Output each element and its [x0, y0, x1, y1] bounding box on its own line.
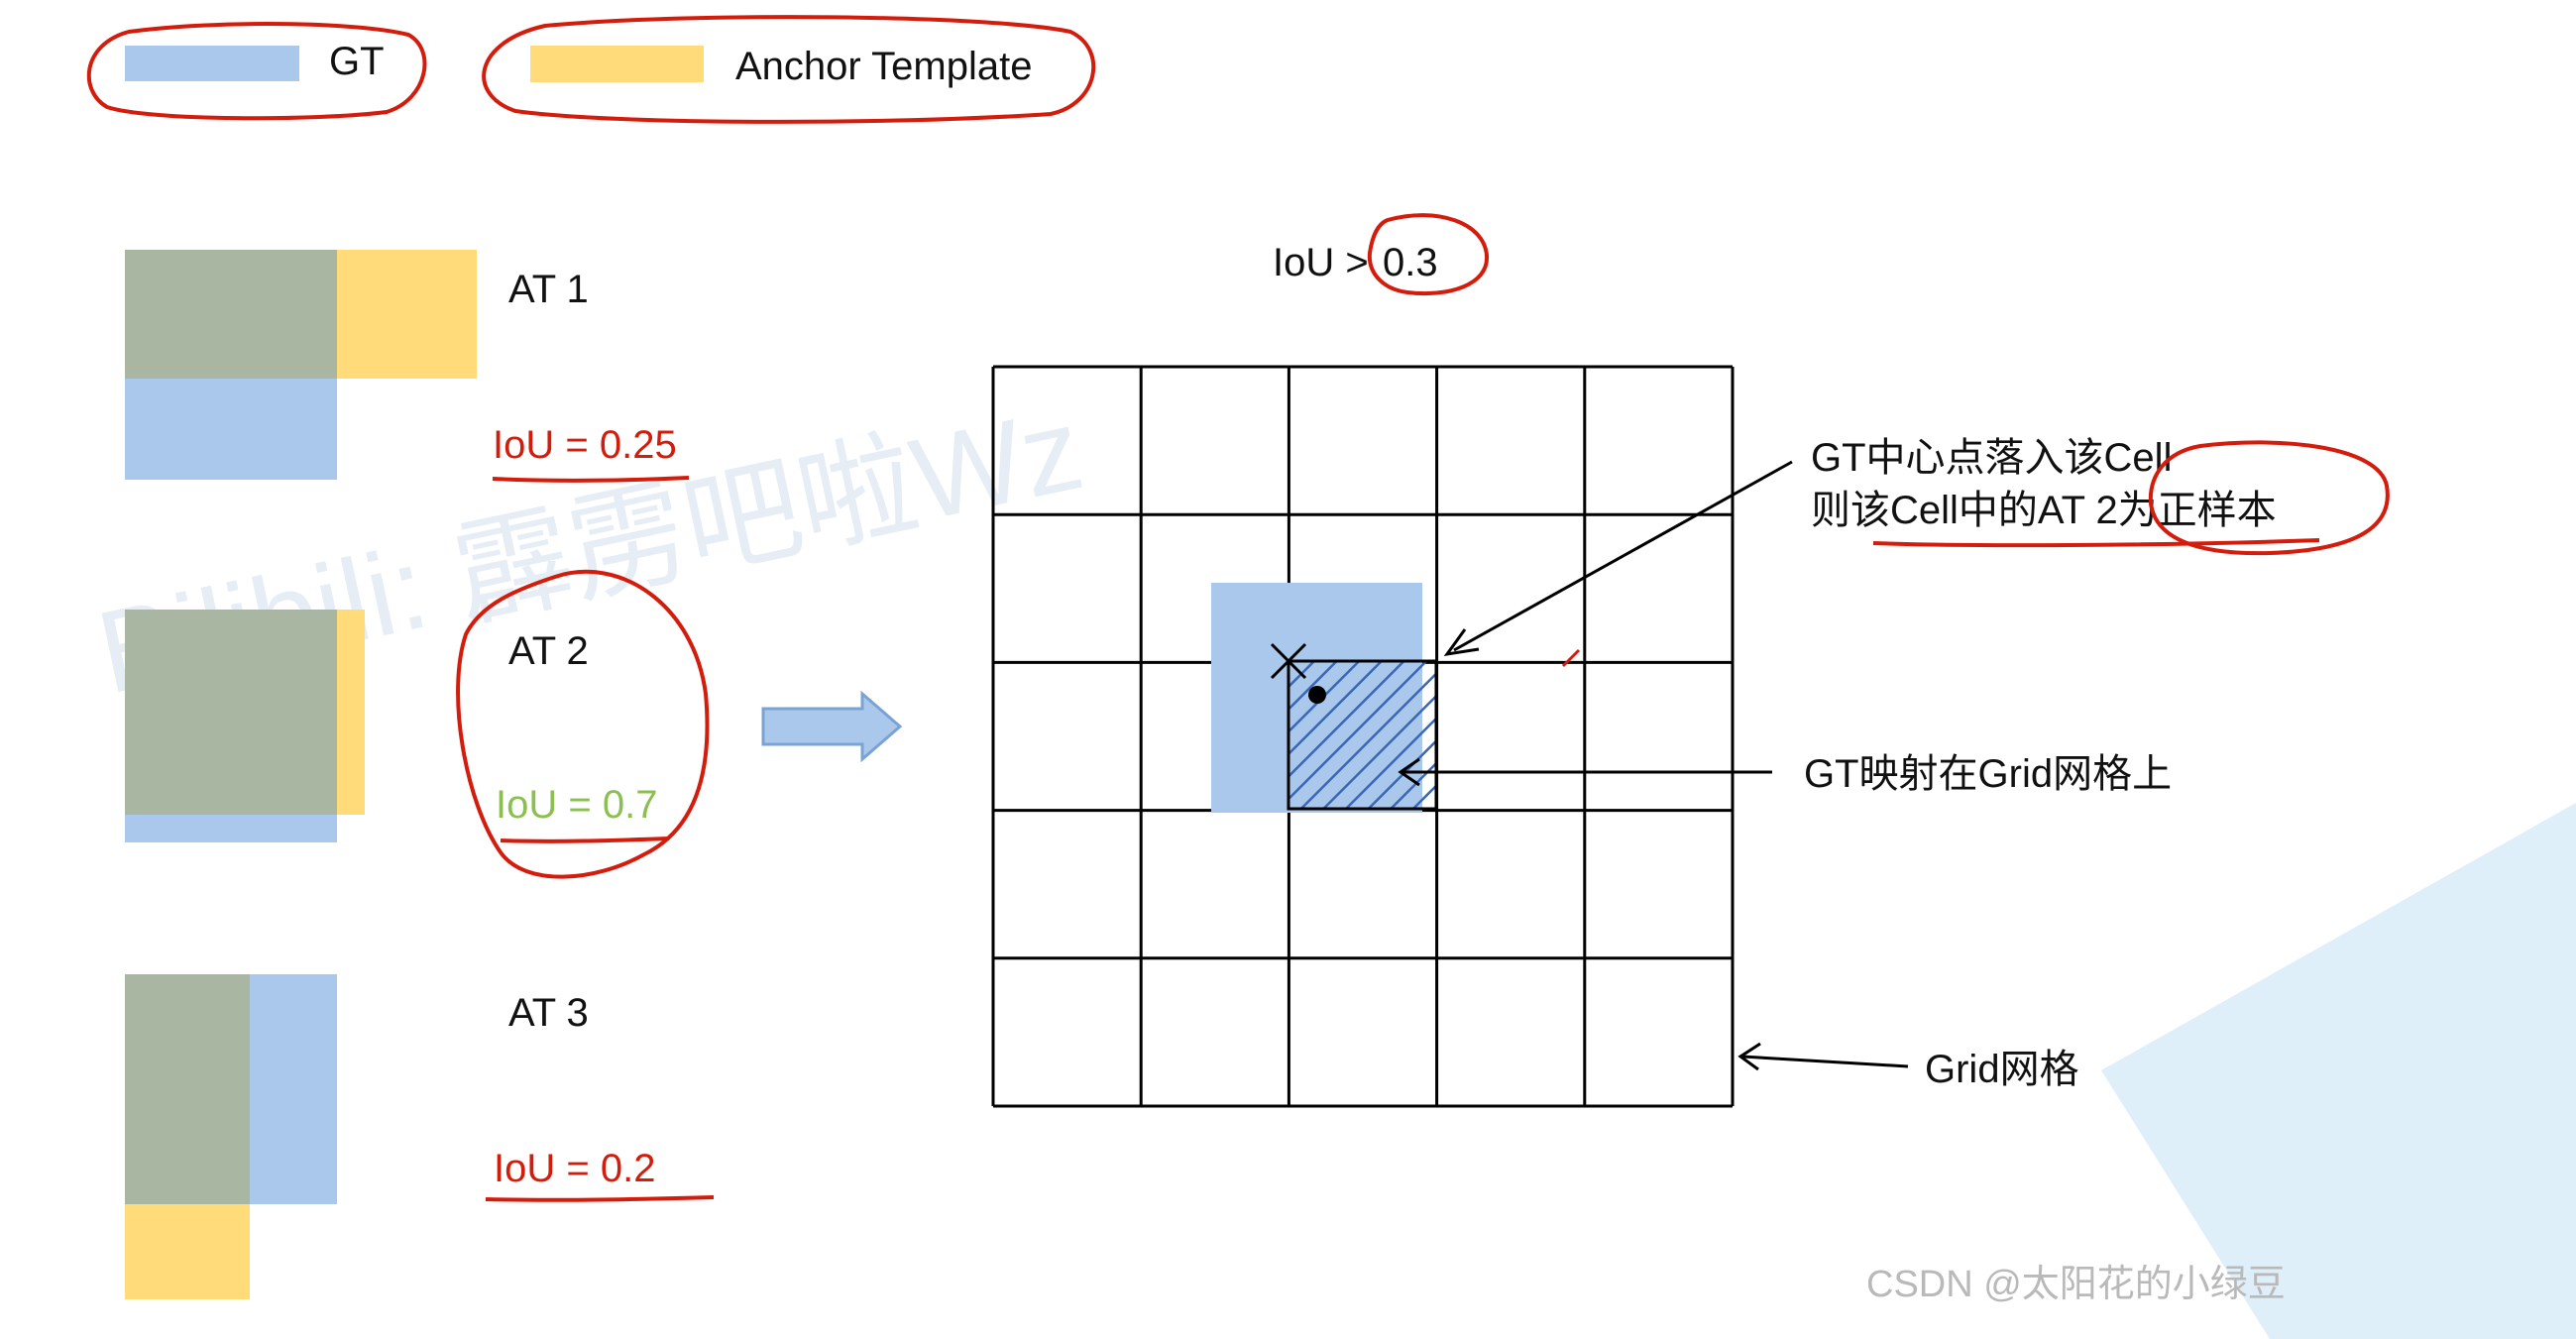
- at1-iou-underline: [492, 476, 690, 483]
- anchor-example-2: AT 2 IoU = 0.7: [125, 570, 710, 879]
- gt-center-point: [1308, 686, 1326, 704]
- at2-iou: IoU = 0.7: [496, 783, 657, 827]
- right-arrow-icon: [761, 690, 903, 763]
- legend-anchor-circle: [482, 15, 1096, 124]
- annotation-line2: 则该Cell中的AT 2为正样本: [1811, 489, 2277, 532]
- annotation-underline: [1872, 538, 2320, 548]
- arrow-to-grid: [1741, 1055, 1909, 1068]
- legend-anchor-label: Anchor Template: [735, 45, 1032, 88]
- annotation-circle: [2148, 440, 2390, 556]
- legend-gt-label: GT: [329, 40, 385, 83]
- annotation-gt-mapped-text: GT映射在Grid网格上: [1804, 752, 2172, 796]
- anchor-example-1: AT 1 IoU = 0.25: [125, 250, 690, 483]
- annotation-line1: GT中心点落入该Cell: [1811, 436, 2172, 480]
- annotation-positive-sample: GT中心点落入该Cell 则该Cell中的AT 2为正样本: [1443, 436, 2390, 657]
- at1-label: AT 1: [508, 268, 589, 311]
- iou-threshold: IoU > 0.3: [1273, 213, 1490, 296]
- at2-highlight-circle: [456, 570, 710, 879]
- at1-overlap: [125, 250, 337, 379]
- legend-anchor-swatch: [530, 46, 704, 82]
- grid: [991, 365, 1735, 1108]
- legend-anchor: Anchor Template: [482, 15, 1096, 124]
- credit-text: CSDN @太阳花的小绿豆: [1866, 1264, 2286, 1305]
- annotation-gt-mapped: GT映射在Grid网格上: [1398, 752, 2172, 796]
- legend: GT Anchor Template: [86, 15, 1096, 124]
- at2-iou-underline: [500, 837, 670, 843]
- arrow-to-gt-head: [1398, 757, 1420, 787]
- at3-label: AT 3: [508, 991, 589, 1035]
- arrow-to-cell-head: [1443, 628, 1480, 657]
- arrow-to-grid-head: [1737, 1042, 1761, 1071]
- at1-iou: IoU = 0.25: [493, 423, 677, 467]
- threshold-value: 0.3: [1383, 241, 1438, 284]
- background-light-blue-shape: [2101, 803, 2576, 1339]
- annotation-grid-text: Grid网格: [1925, 1048, 2079, 1091]
- cell-corner-cross-icon: [1270, 642, 1307, 680]
- gt-on-grid: [1211, 583, 1438, 813]
- threshold-circle: [1367, 213, 1490, 296]
- at2-overlap: [125, 610, 337, 815]
- threshold-prefix: IoU >: [1273, 241, 1369, 284]
- positive-cell-border: [1287, 659, 1438, 811]
- at3-overlap: [125, 974, 250, 1204]
- anchor-example-3: AT 3 IoU = 0.2: [125, 974, 715, 1299]
- at2-label: AT 2: [508, 629, 589, 673]
- arrow-to-cell: [1453, 460, 1793, 652]
- annotation-grid: Grid网格: [1737, 1042, 2079, 1091]
- pen-mark: [1561, 648, 1581, 668]
- legend-gt-circle: [86, 22, 427, 121]
- at3-iou: IoU = 0.2: [494, 1147, 655, 1190]
- positive-cell-hatch: [1288, 661, 1436, 809]
- at3-iou-underline: [485, 1195, 715, 1202]
- legend-gt: GT: [86, 22, 427, 121]
- legend-gt-swatch: [125, 46, 299, 81]
